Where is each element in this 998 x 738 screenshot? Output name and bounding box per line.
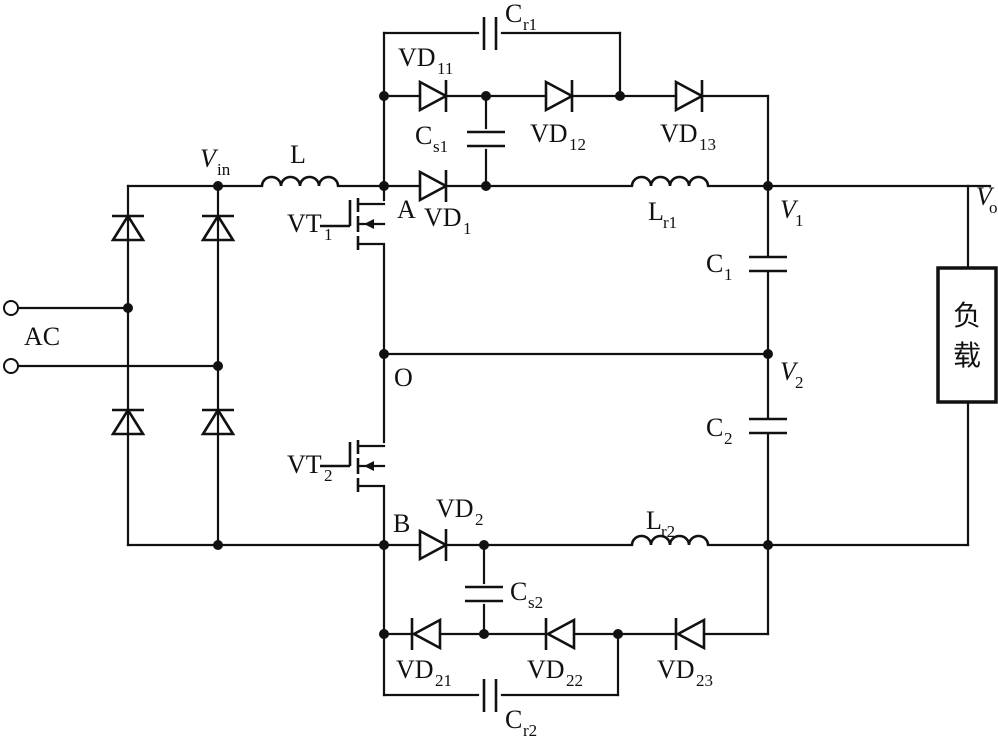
label-node-o: O [394,363,413,392]
label-vd13: VD [660,119,698,148]
load-label-2: 载 [953,339,981,372]
inductor-lr1 [630,175,710,187]
load-label-1: 负 [953,299,981,332]
label-vd21: VD [396,655,434,684]
bridge-diode-2 [200,213,236,242]
label-v1: V [780,195,799,224]
label-vin: V [200,144,219,173]
label-vd22-sub: 22 [566,671,583,690]
label-v1-sub: 1 [795,211,804,230]
mosfet-vt2 [320,440,386,492]
capacitor-cs2 [465,585,503,603]
label-c2: C [706,413,723,442]
label-lr1-sub: r1 [663,213,677,232]
label-vd2: VD [436,494,474,523]
capacitor-cr2 [482,679,498,712]
label-v2-sub: 2 [795,373,804,392]
capacitor-cr1 [482,17,498,50]
label-vd12-sub: 12 [569,135,586,154]
label-vd11: VD [398,43,436,72]
inductor-lr2 [630,534,710,546]
label-cs1-sub: s1 [433,137,448,156]
label-vd1: VD [424,203,462,232]
label-cr2-sub: r2 [523,721,537,738]
label-cr2: C [505,705,522,734]
label-vt2-sub: 2 [324,466,333,485]
capacitor-c1 [749,255,787,273]
label-vin-sub: in [217,160,231,179]
label-cr1-sub: r1 [523,15,537,34]
label-c2-sub: 2 [724,429,733,448]
label-c1-sub: 1 [724,265,733,284]
label-vd1-sub: 1 [463,219,472,238]
label-vd22: VD [527,655,565,684]
diode-vd22 [544,617,576,651]
label-inductor-l: L [290,140,306,169]
mosfet-vt1 [320,198,386,250]
label-vd11-sub: 11 [437,59,453,78]
label-vd12: VD [530,119,568,148]
diode-vd2 [418,528,449,562]
label-vt1-sub: 1 [324,225,333,244]
label-vd23: VD [657,655,695,684]
label-ac: AC [24,322,60,351]
label-vo: V [976,182,995,211]
label-node-b: B [393,509,410,538]
bridge-diode-1 [110,213,146,242]
label-cr1: C [505,0,522,28]
label-lr2: L [646,506,662,535]
label-node-a: A [397,195,416,224]
capacitor-cs1 [467,130,505,148]
label-lr1: L [648,197,664,226]
junction-dots [123,91,773,639]
ac-terminal-bottom [3,358,19,374]
diode-vd12 [544,79,575,113]
inductor-l [260,175,340,187]
label-vt2: VT [287,450,322,479]
label-vd2-sub: 2 [475,510,484,529]
diode-vd23 [674,617,706,651]
capacitor-c2 [749,417,787,435]
label-vd21-sub: 21 [435,671,452,690]
label-c1: C [706,249,723,278]
label-v2: V [780,357,799,386]
label-vt1: VT [287,209,322,238]
ac-terminal-top [3,300,19,316]
label-vd13-sub: 13 [699,135,716,154]
label-cs2-sub: s2 [528,593,543,612]
diode-vd13 [674,79,705,113]
diode-vd1 [418,169,449,203]
diode-vd11 [418,79,449,113]
bridge-diode-4 [200,407,236,436]
load-box [936,266,998,404]
bridge-diode-3 [110,407,146,436]
wires [16,31,992,697]
label-vo-sub: o [989,198,998,217]
label-cs2: C [510,577,527,606]
label-lr2-sub: r2 [661,522,675,541]
label-vd23-sub: 23 [696,671,713,690]
label-cs1: C [415,121,432,150]
diode-vd21 [410,617,442,651]
